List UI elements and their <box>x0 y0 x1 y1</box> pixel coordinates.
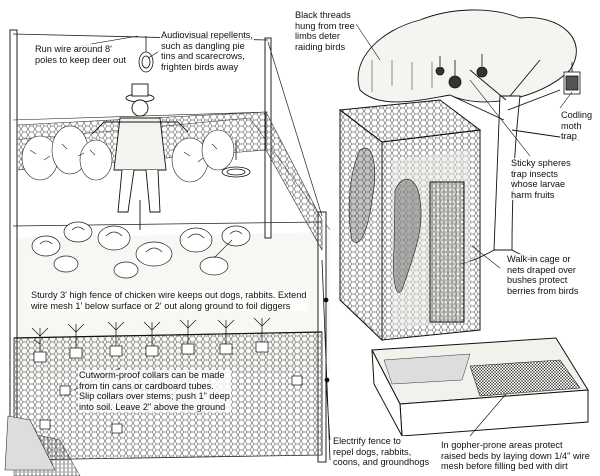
label-cutworm-collars: Cutworm-proof collars can be made from t… <box>78 370 231 412</box>
label-codling-moth-trap: Codling moth trap <box>560 110 593 142</box>
label-deer-wire: Run wire around 8' poles to keep deer ou… <box>34 44 127 65</box>
label-electric-fence: Electrify fence to repel dogs, rabbits, … <box>332 436 430 468</box>
raised-bed <box>372 338 588 436</box>
label-gopher-beds: In gopher-prone areas protect raised bed… <box>440 440 591 472</box>
label-walk-in-cage: Walk-in cage or nets draped over bushes … <box>506 254 579 296</box>
label-chicken-wire: Sturdy 3' high fence of chicken wire kee… <box>30 290 308 311</box>
label-repellents: Audiovisual repellents, such as dangling… <box>160 30 254 72</box>
label-black-threads: Black threads hung from tree limbs deter… <box>294 10 356 52</box>
walk-in-cage <box>340 100 480 340</box>
label-sticky-spheres: Sticky spheres trap insects whose larvae… <box>510 158 572 200</box>
